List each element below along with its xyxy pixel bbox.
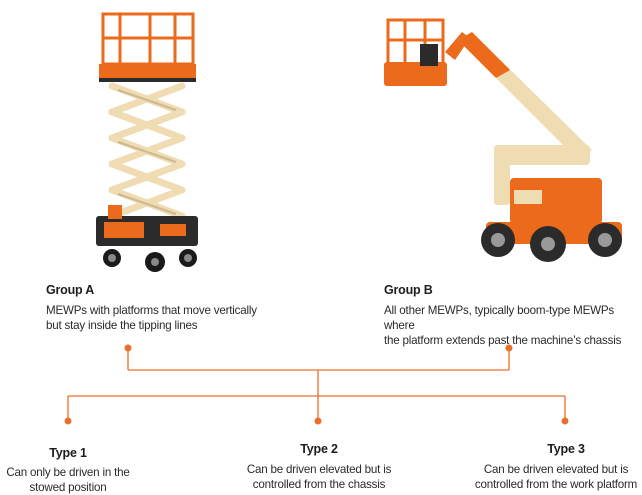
type-1-description-line: stowed position bbox=[29, 481, 107, 494]
type-2-title: Type 2 bbox=[300, 442, 338, 456]
type-3-node-dot bbox=[561, 417, 569, 425]
group-b-description-line: the platform extends past the machine’s … bbox=[384, 334, 622, 347]
group-b-description: All other MEWPs, typically boom-type MEW… bbox=[384, 303, 640, 348]
type-2-description-line: controlled from the chassis bbox=[252, 478, 386, 491]
group-b-description-line: All other MEWPs, typically boom-type MEW… bbox=[384, 304, 614, 332]
type-3-title: Type 3 bbox=[547, 442, 585, 456]
type-1-node-dot bbox=[64, 417, 72, 425]
group-a-node-dot bbox=[124, 344, 132, 352]
group-a-description-line: but stay inside the tipping lines bbox=[46, 319, 198, 332]
group-b-title: Group B bbox=[384, 283, 433, 297]
group-a-description: MEWPs with platforms that move verticall… bbox=[46, 303, 296, 333]
type-3-description-line: Can be driven elevated but is bbox=[483, 463, 629, 476]
type-1-description-line: Can only be driven in the bbox=[6, 466, 130, 479]
type-1-description: Can only be driven in the stowed positio… bbox=[0, 465, 136, 495]
type-2-description: Can be driven elevated but is controlled… bbox=[229, 462, 409, 492]
type-2-description-line: Can be driven elevated but is bbox=[246, 463, 392, 476]
type-3-description-line: controlled from the work platform bbox=[474, 478, 638, 491]
group-a-title: Group A bbox=[46, 283, 95, 297]
type-3-description: Can be driven elevated but is controlled… bbox=[470, 462, 642, 492]
type-2-node-dot bbox=[314, 417, 322, 425]
group-a-description-line: MEWPs with platforms that move verticall… bbox=[46, 304, 257, 317]
type-1-title: Type 1 bbox=[49, 446, 87, 460]
group-b-node-dot bbox=[505, 344, 513, 352]
